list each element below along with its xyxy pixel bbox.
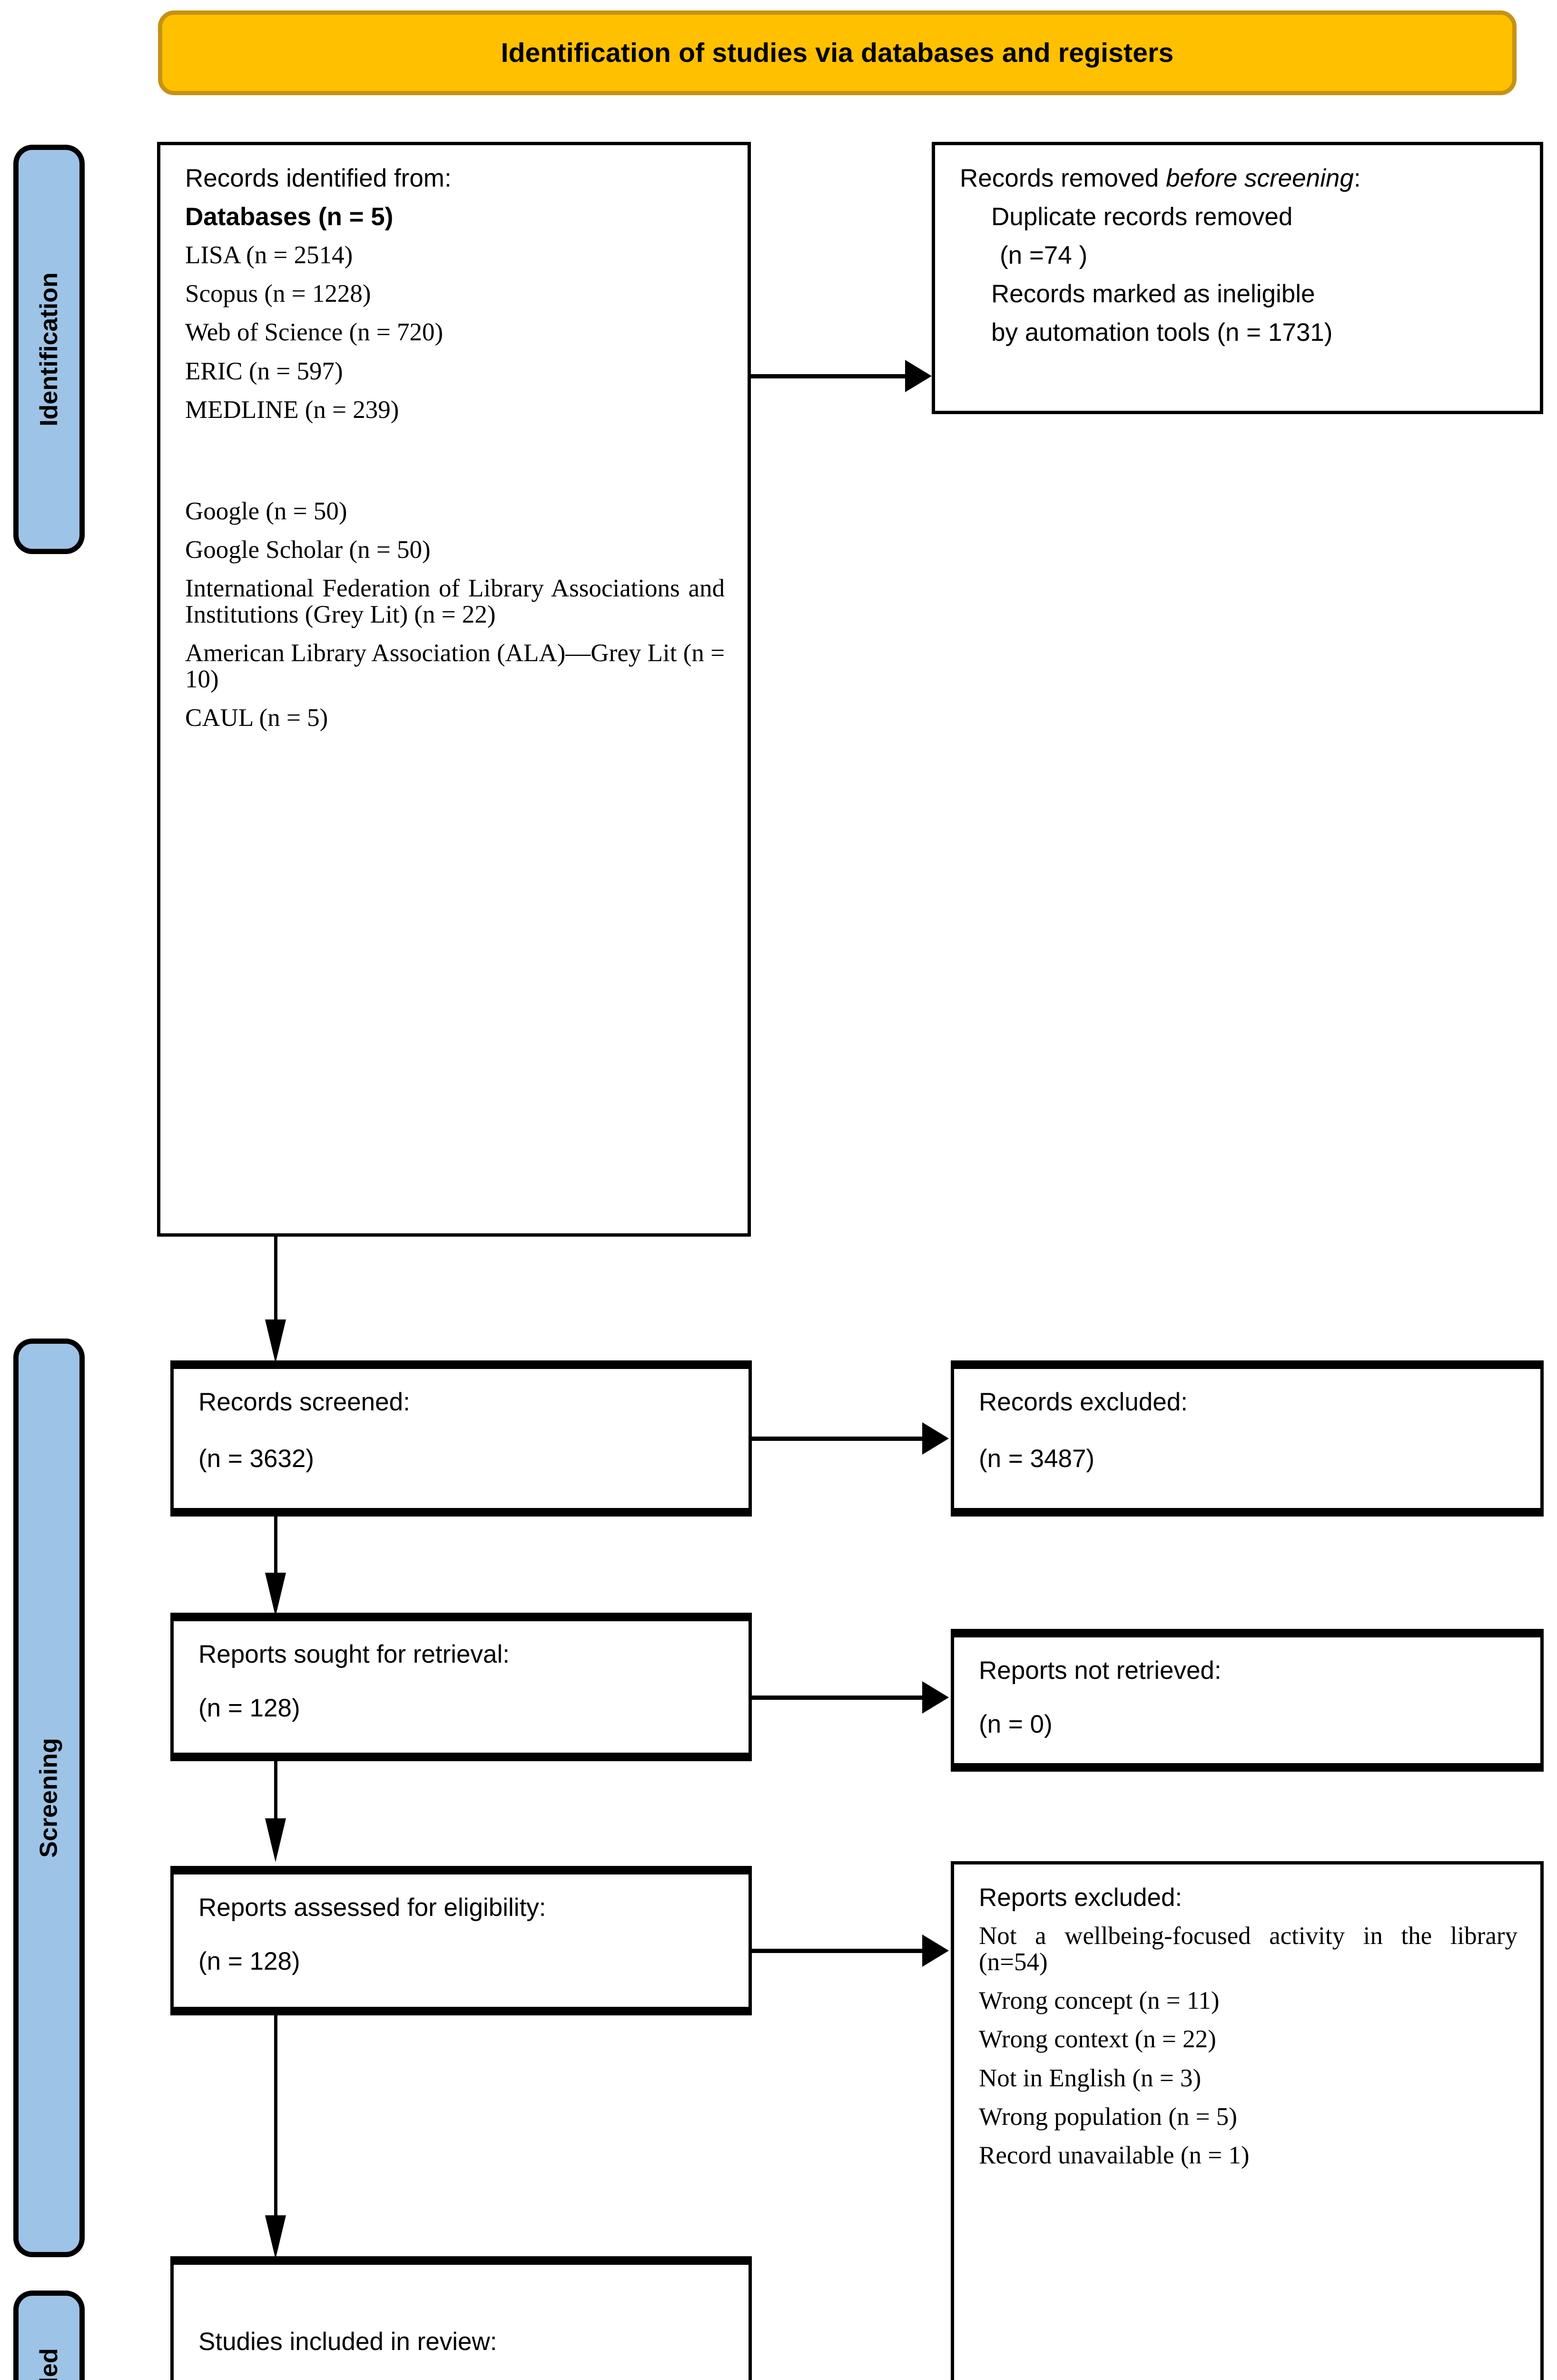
records-screened-heading: Records screened: [198, 1388, 410, 1416]
connector-sought-to-assessed [274, 1761, 277, 1822]
grey-lit-item: Google Scholar (n = 50) [185, 536, 431, 564]
connector-assessed-to-reportsexcluded [752, 1949, 924, 1953]
records-removed-item: Records marked as ineligible [991, 280, 1315, 308]
reports-assessed-heading: Reports assessed for eligibility: [198, 1894, 546, 1922]
box-records-excluded: Records excluded: (n = 3487) [951, 1360, 1544, 1517]
arrow-identified-to-screened [265, 1319, 286, 1363]
connector-screened-to-excluded [752, 1437, 924, 1441]
phase-label-included: Included [35, 2348, 63, 2380]
grey-lit-item: American Library Association (ALA)—Grey … [185, 639, 725, 694]
box-reports-not-retrieved: Reports not retrieved: (n = 0) [951, 1629, 1544, 1772]
database-item: Web of Science (n = 720) [185, 318, 443, 347]
reports-excluded-reason: Not a wellbeing-focused activity in the … [979, 1922, 1518, 1976]
reports-excluded-reason: Wrong context (n = 22) [979, 2025, 1216, 2053]
records-removed-item: (n =74 ) [1000, 241, 1088, 270]
arrow-sought-to-notretrieved [922, 1681, 949, 1714]
phase-bar-screening: Screening [13, 1339, 85, 2257]
connector-assessed-to-included [274, 2015, 277, 2220]
box-reports-sought: Reports sought for retrieval: (n = 128) [170, 1613, 752, 1761]
connector-screened-to-sought [274, 1517, 277, 1577]
database-item: MEDLINE (n = 239) [185, 396, 399, 424]
connector-identified-to-removed [751, 374, 908, 378]
studies-included-heading: Studies included in review: [198, 2328, 497, 2356]
records-removed-item: Duplicate records removed [991, 203, 1293, 231]
box-reports-excluded: Reports excluded: Not a wellbeing-focuse… [951, 1861, 1544, 2380]
reports-not-retrieved-count: (n = 0) [979, 1710, 1053, 1739]
reports-not-retrieved-heading: Reports not retrieved: [979, 1656, 1222, 1685]
records-screened-count: (n = 3632) [198, 1445, 315, 1473]
databases-count-label: Databases (n = 5) [185, 203, 394, 231]
database-item: ERIC (n = 597) [185, 357, 343, 385]
records-removed-heading: Records removed before screening: [960, 165, 1517, 191]
reports-sought-count: (n = 128) [198, 1694, 300, 1723]
box-records-identified: Records identified from: Databases (n = … [157, 142, 751, 1237]
phase-label-screening: Screening [35, 1738, 63, 1858]
box-records-removed: Records removed before screening: Duplic… [932, 142, 1543, 414]
phase-label-identification: Identification [35, 272, 63, 426]
reports-excluded-reason: Wrong population (n = 5) [979, 2102, 1237, 2131]
reports-excluded-reason: Record unavailable (n = 1) [979, 2141, 1250, 2169]
records-removed-heading-suffix: : [1353, 164, 1361, 192]
records-removed-heading-italic: before screening [1166, 164, 1354, 192]
banner-title: Identification of studies via databases … [501, 38, 1174, 68]
records-excluded-count: (n = 3487) [979, 1445, 1095, 1473]
connector-identified-to-screened [274, 1237, 277, 1324]
grey-lit-item: International Federation of Library Asso… [185, 574, 725, 629]
grey-lit-item: Google (n = 50) [185, 497, 347, 525]
reports-excluded-heading: Reports excluded: [979, 1884, 1183, 1912]
diagram-banner: Identification of studies via databases … [158, 10, 1517, 95]
phase-bar-included: Included [13, 2291, 85, 2380]
box-reports-assessed: Reports assessed for eligibility: (n = 1… [170, 1866, 752, 2015]
database-item: Scopus (n = 1228) [185, 280, 371, 308]
reports-sought-heading: Reports sought for retrieval: [198, 1640, 510, 1668]
records-identified-heading: Records identified from: [185, 164, 452, 192]
box-studies-included: Studies included in review: (n = 40) [170, 2256, 752, 2380]
records-removed-heading-prefix: Records removed [960, 164, 1166, 192]
records-excluded-heading: Records excluded: [979, 1388, 1188, 1416]
arrow-identified-to-removed [905, 360, 932, 392]
reports-excluded-reason: Not in English (n = 3) [979, 2064, 1202, 2092]
arrow-screened-to-excluded [922, 1422, 949, 1455]
box-records-screened: Records screened: (n = 3632) [170, 1360, 752, 1517]
phase-bar-identification: Identification [13, 145, 85, 554]
arrow-assessed-to-included [265, 2215, 286, 2259]
arrow-sought-to-assessed [265, 1818, 286, 1862]
reports-assessed-count: (n = 128) [198, 1947, 300, 1976]
arrow-assessed-to-reportsexcluded [922, 1934, 949, 1967]
grey-lit-item: CAUL (n = 5) [185, 704, 328, 732]
database-item: LISA (n = 2514) [185, 241, 353, 269]
reports-excluded-reason: Wrong concept (n = 11) [979, 1987, 1220, 2015]
records-removed-item: by automation tools (n = 1731) [991, 318, 1333, 347]
connector-sought-to-notretrieved [752, 1696, 924, 1700]
arrow-screened-to-sought [265, 1573, 286, 1616]
